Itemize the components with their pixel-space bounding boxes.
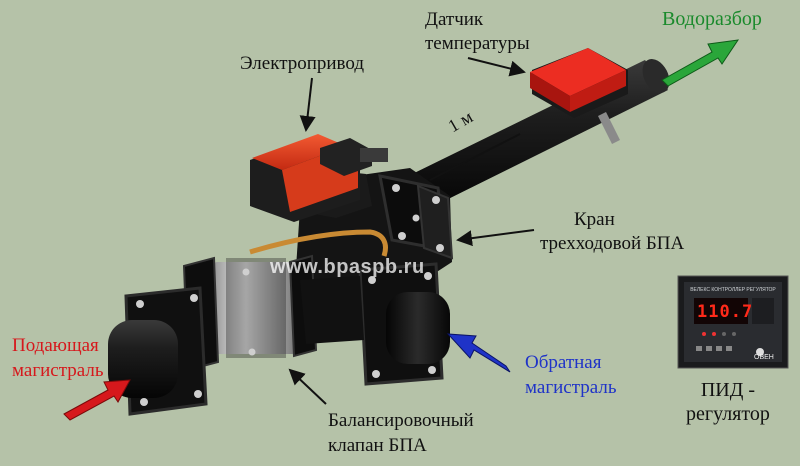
watermark: www.bpaspb.ru	[270, 256, 425, 278]
label-water-draw: Водоразбор	[662, 8, 762, 30]
label-three-way-valve: Кран трехходовой БПА	[540, 209, 685, 254]
water-arrow-icon	[661, 39, 740, 87]
supply-arrow-icon	[63, 379, 131, 421]
pid-logo: ОВЕН	[754, 354, 774, 361]
label-supply-line: Подающая магистраль	[12, 335, 104, 381]
label-return-line: Обратная магистраль	[525, 352, 617, 398]
label-actuator: Электропривод	[240, 53, 365, 74]
distance-line	[429, 133, 521, 181]
lower-flange	[300, 276, 364, 344]
return-flange	[358, 262, 450, 386]
label-pid-regulator: ПИД - регулятор	[686, 379, 770, 425]
electric-actuator	[250, 134, 388, 222]
copper-tube	[249, 229, 388, 257]
pid-display: 110.7	[697, 302, 754, 322]
return-arrow-icon	[446, 333, 511, 373]
label-balancing-valve: Балансировочный клапан БПА	[328, 410, 474, 456]
label-temp-sensor: Датчик температуры	[425, 9, 530, 54]
supply-flange	[108, 268, 256, 416]
pid-regulator-icon	[677, 275, 789, 369]
pid-brand-strip: ВЕЛЕКС КОНТРОЛЛЕР РЕГУЛЯТОР	[690, 287, 776, 293]
temperature-sensor	[530, 48, 628, 118]
leader-lines	[288, 57, 535, 405]
